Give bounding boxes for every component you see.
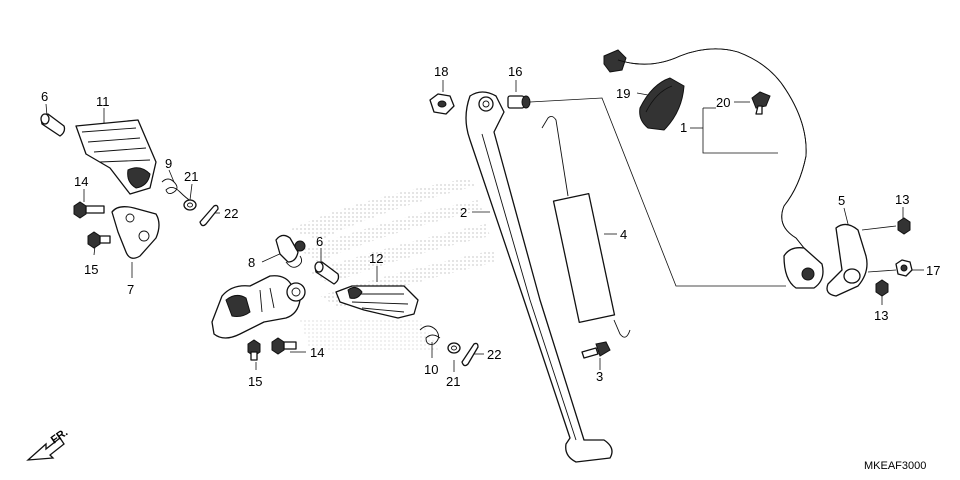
- spring-9: [161, 178, 193, 203]
- spring-8: [275, 234, 306, 268]
- spring-10: [419, 325, 441, 345]
- callout-13-upper: 13: [895, 192, 909, 207]
- diagram-code: MKEAF3000: [864, 460, 926, 472]
- callout-14-right: 14: [310, 345, 324, 360]
- footpeg-bracket-right: [211, 275, 306, 339]
- bolt-13-upper: [897, 217, 911, 235]
- bolt-15-right: [247, 339, 261, 361]
- callout-14-left: 14: [74, 174, 88, 189]
- pin-left: [40, 113, 66, 137]
- washer-21-right: [447, 342, 461, 354]
- callout-21-right: 21: [446, 374, 460, 389]
- callout-10: 10: [424, 362, 438, 377]
- callout-17: 17: [926, 263, 940, 278]
- front-direction-arrow: FR.: [26, 426, 70, 461]
- callout-22-right: 22: [487, 347, 501, 362]
- callout-22-left: 22: [224, 206, 238, 221]
- clip-20: [751, 91, 771, 115]
- bolt-14-right: [271, 337, 297, 355]
- pin-right: [314, 261, 340, 285]
- side-stand-2: [465, 91, 613, 463]
- callout-1: 1: [680, 120, 687, 135]
- callout-15-right: 15: [248, 374, 262, 389]
- cover-19: [639, 77, 685, 131]
- callout-13-lower: 13: [874, 308, 888, 323]
- footpeg-right: [335, 285, 419, 319]
- bolt-15-left: [87, 231, 111, 249]
- callout-3: 3: [596, 369, 603, 384]
- footpeg-left: [75, 119, 157, 195]
- side-stand-switch-1: [603, 48, 824, 289]
- collar-16: [507, 95, 531, 109]
- bolt-13-lower: [875, 279, 889, 297]
- callout-4: 4: [620, 227, 627, 242]
- stand-spring-4: [541, 115, 631, 338]
- callout-labels: 1 2 3 4 5 6 6 7 8 9 10 11 12 13 13 14 14…: [41, 64, 940, 389]
- callout-16: 16: [508, 64, 522, 79]
- callout-5: 5: [838, 193, 845, 208]
- callout-8: 8: [248, 255, 255, 270]
- nut-17: [895, 259, 913, 277]
- cotter-pin-left: [199, 204, 219, 227]
- bolt-14-left: [73, 201, 105, 219]
- callout-19: 19: [616, 86, 630, 101]
- callout-21-left: 21: [184, 169, 198, 184]
- callout-6-left: 6: [41, 89, 48, 104]
- callout-9: 9: [165, 156, 172, 171]
- callout-12: 12: [369, 251, 383, 266]
- cotter-pin-right: [461, 342, 479, 367]
- nut-18: [429, 93, 455, 115]
- callout-18: 18: [434, 64, 448, 79]
- callout-15-left: 15: [84, 262, 98, 277]
- plate-5: [826, 223, 868, 297]
- bolt-3: [581, 341, 611, 359]
- callout-2: 2: [460, 205, 467, 220]
- washer-21-left: [183, 199, 197, 211]
- callout-6-right: 6: [316, 234, 323, 249]
- callout-11: 11: [96, 94, 110, 109]
- callout-20: 20: [716, 95, 730, 110]
- callout-7: 7: [127, 282, 134, 297]
- bracket-7: [111, 206, 160, 259]
